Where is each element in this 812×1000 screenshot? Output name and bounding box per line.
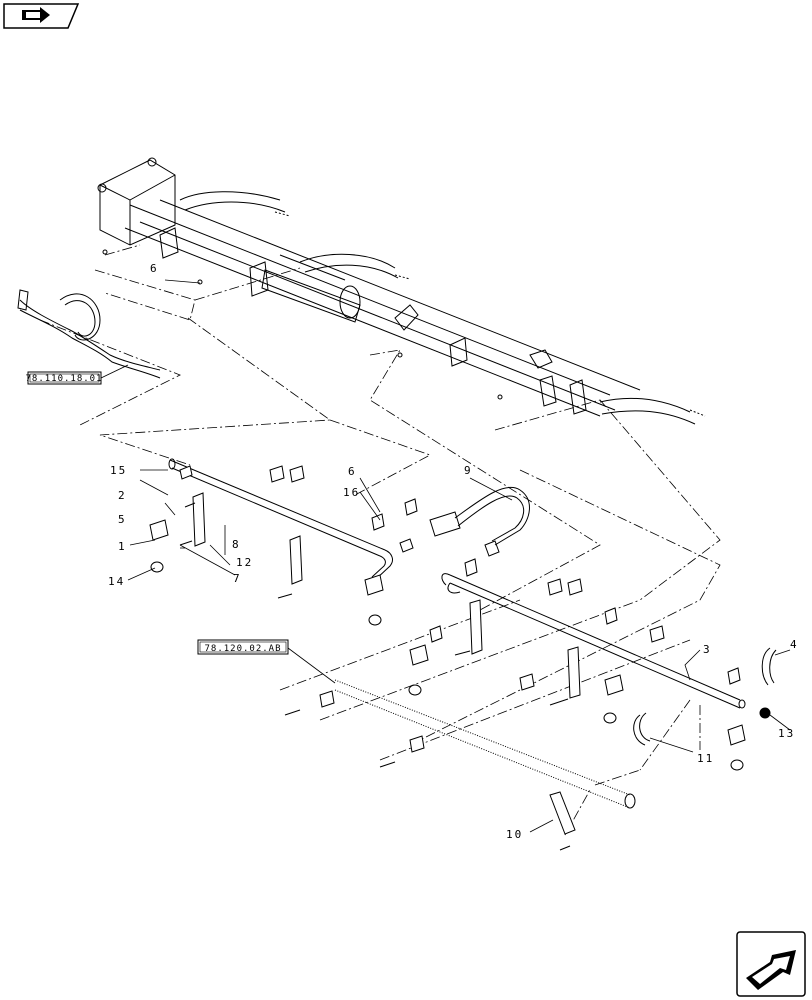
bolts: [179, 502, 571, 851]
callout-9: 9: [464, 464, 473, 477]
callout-16: 16: [343, 486, 360, 499]
reference-label-middle: 78.120.02.AB: [204, 644, 281, 654]
callout-13: 13: [778, 727, 795, 740]
callout-5: 5: [118, 513, 127, 526]
callout-6: 6: [348, 465, 357, 478]
previous-page-button[interactable]: [3, 3, 80, 29]
callout-15: 15: [110, 464, 127, 477]
callout-1: 1: [118, 540, 127, 553]
callout-10: 10: [506, 828, 523, 841]
callout-12: 12: [236, 556, 253, 569]
callout-14: 14: [108, 575, 125, 588]
u-bolts: [633, 647, 777, 746]
hose-loop: [17, 289, 161, 379]
spray-pipe-main: [441, 573, 746, 709]
leader-lines: [39, 244, 721, 836]
callout-2: 2: [118, 489, 127, 502]
callout-4: 4: [790, 638, 799, 651]
boom-frame: [97, 157, 706, 425]
next-page-button[interactable]: [736, 931, 806, 997]
callout-leaders: [100, 279, 791, 833]
callout-8: 8: [232, 538, 241, 551]
spray-pipe-front: [168, 458, 530, 581]
callout-6-top: 6: [150, 262, 159, 275]
back-arrow-icon: [22, 7, 50, 23]
callout-7: 7: [233, 572, 242, 585]
reference-label-top: 78.110.18.01: [25, 374, 102, 384]
callout-11: 11: [697, 752, 714, 765]
reference-box-middle[interactable]: 78.120.02.AB: [197, 639, 289, 655]
callout-numbers: 15 2 5 1 14 8 12 7 6 6 16 9 3 4 13 11 10: [108, 262, 799, 841]
clips: [179, 465, 741, 753]
brackets: [192, 492, 581, 835]
lower-tube: [334, 679, 636, 809]
next-arrow-icon: [746, 950, 796, 990]
reference-box-top-left[interactable]: 78.110.18.01: [25, 371, 102, 385]
nozzles: [149, 519, 771, 771]
callout-3: 3: [703, 643, 712, 656]
